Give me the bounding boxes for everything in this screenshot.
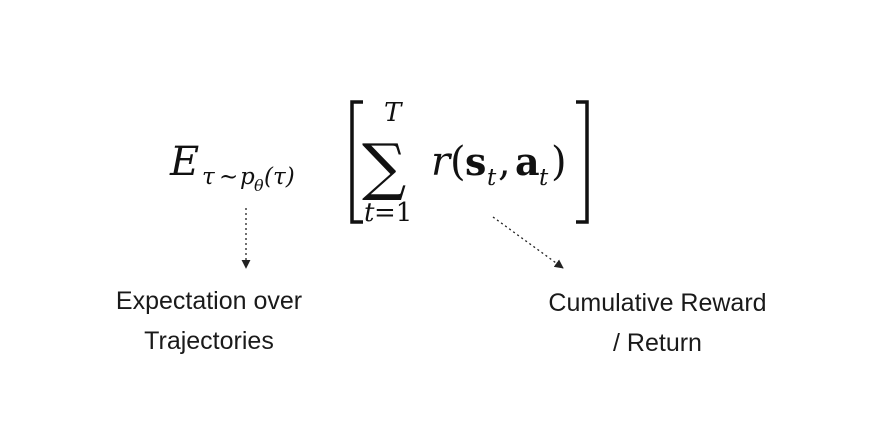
action-symbol: a (515, 139, 540, 184)
subscript-theta: θ (254, 176, 264, 195)
subscript-arg: (τ) (264, 164, 295, 190)
sum-lower-var: t (364, 198, 375, 228)
reward-arrow (492, 216, 564, 269)
open-paren: ( (450, 139, 466, 185)
sum-lower-eq: =1 (374, 198, 412, 228)
reward-function: r (431, 139, 453, 185)
state-subscript: t (487, 165, 497, 191)
return-label-line1: Cumulative Reward (548, 289, 767, 317)
subscript-tau: τ (202, 164, 216, 190)
sum-symbol: ∑ (362, 130, 406, 203)
action-subscript: t (539, 165, 549, 191)
return-label-line2: / Return (613, 329, 702, 357)
subscript-p: p (240, 164, 255, 190)
state-symbol: s (465, 139, 486, 184)
close-paren: ) (551, 139, 567, 185)
expectation-label-line2: Trajectories (144, 327, 274, 355)
right-square-bracket (576, 100, 589, 224)
expectation-label: Expectation over Trajectories (104, 281, 314, 361)
expectation-symbol: E (169, 139, 199, 185)
sum-upper-limit: T (384, 98, 403, 128)
expectation-label-line1: Expectation over (115, 287, 303, 315)
comma: , (498, 139, 511, 185)
left-square-bracket (350, 100, 363, 224)
subscript-tilde: ∼ (219, 164, 238, 190)
return-label: Cumulative Reward / Return (530, 283, 785, 363)
